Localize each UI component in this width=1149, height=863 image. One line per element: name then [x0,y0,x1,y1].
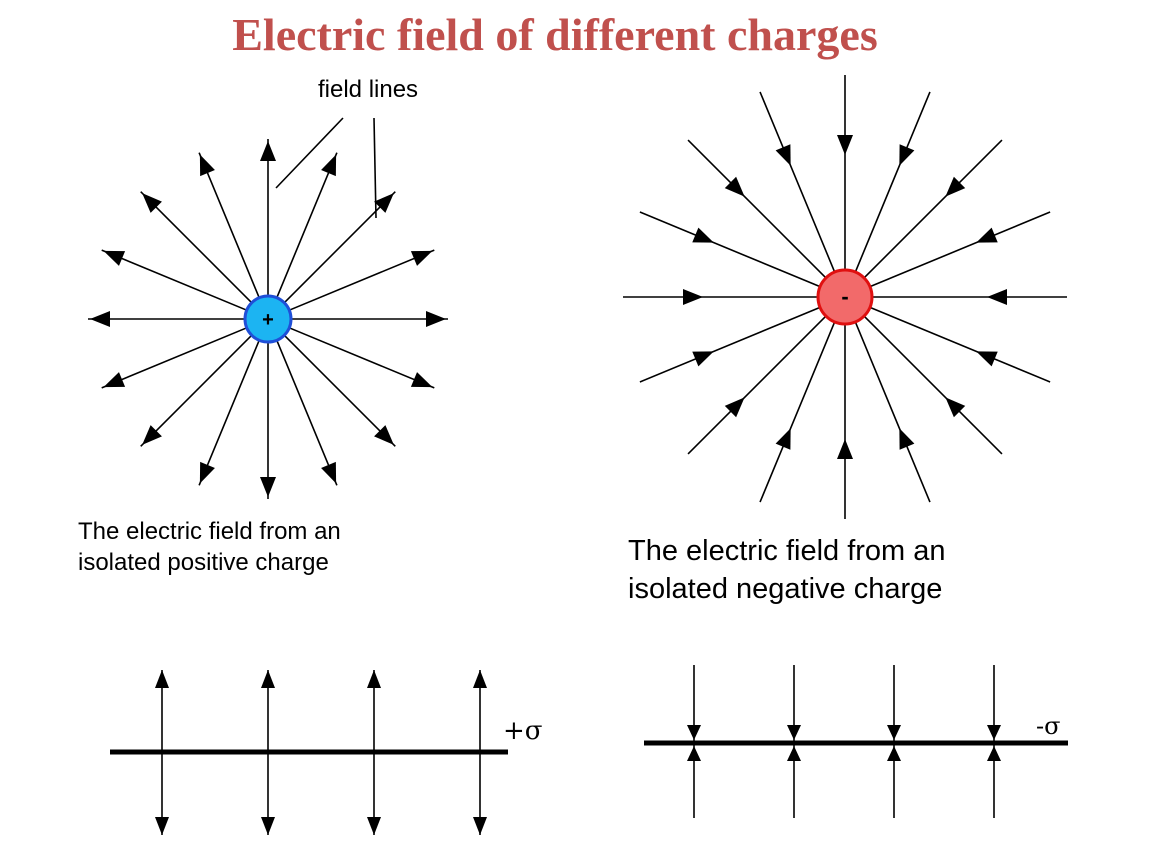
negative-charge-symbol: - [841,284,848,309]
negative-caption-line2: isolated negative charge [628,572,943,605]
negative-field-arrow [724,176,745,197]
positive-field-line [198,340,260,486]
negative-field-line [639,306,820,383]
negative-field-lines [623,75,1067,519]
negative-field-arrow [899,428,915,450]
negative-plane-arrow [987,725,1001,740]
positive-field-arrow [199,154,215,177]
negative-plane-arrow [887,725,901,740]
positive-field-line [289,249,435,311]
positive-field-line [284,335,396,447]
negative-field-line [864,139,1003,278]
negative-field-arrow [976,351,998,367]
positive-field-arrow [374,425,394,445]
positive-plane [110,670,508,835]
negative-field-arrow [945,176,966,197]
positive-field-arrow [103,250,126,266]
positive-field-line [289,327,435,389]
negative-plane-arrow [887,746,901,761]
positive-field-line [276,340,338,486]
positive-field-arrow [142,193,162,213]
positive-caption-line2: isolated positive charge [78,549,329,577]
negative-field-line [687,316,826,455]
positive-field-line [140,191,252,303]
positive-field-line [198,152,260,298]
positive-plane-arrow [473,817,487,835]
negative-field-line [759,91,836,272]
negative-field-line [864,316,1003,455]
positive-field-arrow [142,425,162,445]
negative-field-line [639,211,820,288]
negative-field-arrow [692,227,714,243]
positive-caption: The electric field from an isolated posi… [78,516,341,578]
negative-field-line [870,211,1051,288]
negative-plane-arrow [687,746,701,761]
field-lines-label: field lines [318,76,419,103]
positive-charge: + [243,294,293,344]
positive-sigma-label: +σ [503,716,543,746]
positive-field-arrow [410,250,433,266]
positive-field-arrow [260,141,276,161]
positive-field-arrow [103,372,126,388]
positive-field-arrow [410,372,433,388]
negative-field-line [854,322,931,503]
positive-plane-arrow [473,670,487,688]
negative-field-arrow [976,227,998,243]
negative-field-arrow [775,428,791,450]
positive-plane-arrow [155,670,169,688]
positive-field-arrow [321,154,337,177]
negative-plane-arrow [787,746,801,761]
negative-field-arrow [945,397,966,418]
negative-field-arrow [683,289,703,305]
negative-caption-line1: The electric field from an [628,535,946,567]
positive-field-arrow [260,477,276,497]
negative-field-arrow [837,135,853,155]
positive-field-arrow [321,461,337,484]
positive-plane-arrow [367,817,381,835]
negative-field-line [870,306,1051,383]
positive-charge-symbol: + [262,309,274,331]
positive-field-arrow [374,193,394,213]
negative-plane-arrow [987,746,1001,761]
positive-field-lines [88,139,448,499]
positive-field-arrow [426,311,446,327]
negative-plane-arrow [787,725,801,740]
positive-field-line [284,191,396,303]
negative-plane [644,665,1068,818]
positive-field-line [276,152,338,298]
negative-caption: The electric field from an isolated nega… [628,533,946,608]
positive-plane-arrow [367,670,381,688]
negative-field-arrow [987,289,1007,305]
positive-field-line [140,335,252,447]
positive-caption-line1: The electric field from an [78,518,341,545]
positive-plane-arrow [261,817,275,835]
positive-field-arrow [199,461,215,484]
negative-field-arrow [837,439,853,459]
positive-plane-arrow [155,817,169,835]
positive-plane-arrow [261,670,275,688]
negative-sigma-label: -σ [1036,712,1061,740]
negative-plane-arrow [687,725,701,740]
negative-field-arrow [692,351,714,367]
negative-field-arrow [775,144,791,166]
negative-charge: - [816,268,874,326]
negative-field-line [687,139,826,278]
negative-field-arrow [724,397,745,418]
negative-field-arrow [899,144,915,166]
positive-field-line [101,249,247,311]
page-title: Electric field of different charges [232,9,878,60]
positive-field-line [101,327,247,389]
positive-field-arrow [90,311,110,327]
negative-field-line [854,91,931,272]
negative-field-line [759,322,836,503]
